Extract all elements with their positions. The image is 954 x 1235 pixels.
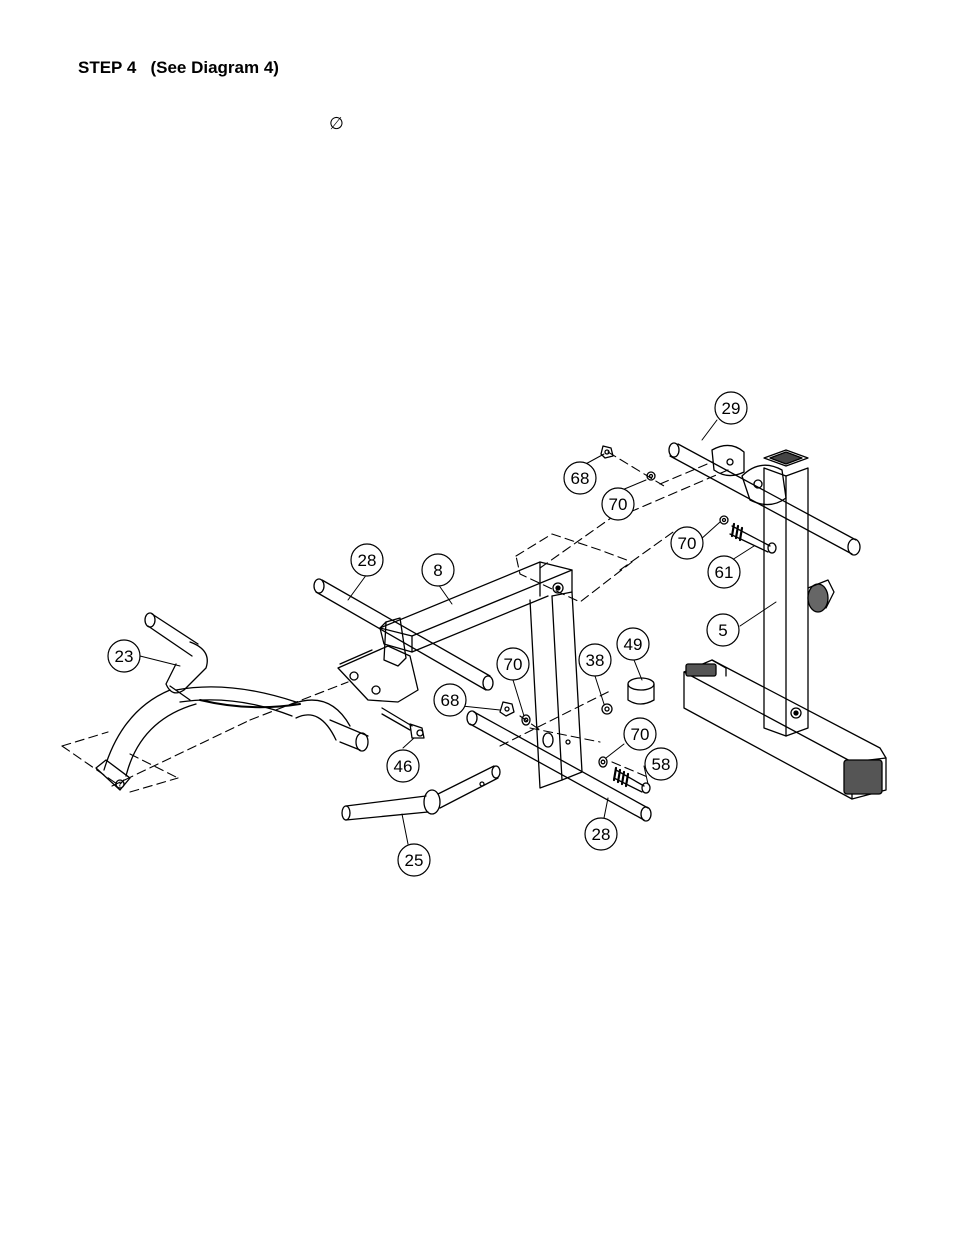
callout-70-middle: 70 bbox=[504, 655, 523, 674]
callout-5: 5 bbox=[718, 621, 727, 640]
callout-68-top: 68 bbox=[571, 469, 590, 488]
callout-70-right: 70 bbox=[678, 534, 697, 553]
callout-70-top: 70 bbox=[609, 495, 628, 514]
part-58-bolt bbox=[612, 766, 651, 794]
callout-70-lower: 70 bbox=[631, 725, 650, 744]
leader-lines bbox=[139, 419, 777, 845]
part-5-upright-frame bbox=[683, 449, 887, 800]
callout-labels: 29 68 70 70 61 5 28 8 23 70 68 38 49 46 … bbox=[115, 399, 741, 870]
part-61-bolt bbox=[729, 522, 777, 554]
callout-46: 46 bbox=[394, 757, 413, 776]
part-28-rod-lower bbox=[466, 710, 652, 822]
callout-28-lower: 28 bbox=[592, 825, 611, 844]
callout-68-middle: 68 bbox=[441, 691, 460, 710]
bracket-plate bbox=[337, 645, 419, 703]
part-49-bushing bbox=[627, 677, 655, 705]
part-28-rod-upper bbox=[313, 578, 494, 691]
callout-23: 23 bbox=[115, 647, 134, 666]
callout-25: 25 bbox=[405, 851, 424, 870]
callout-38: 38 bbox=[586, 651, 605, 670]
hardware-small bbox=[499, 445, 729, 768]
diameter-symbol: ∅ bbox=[329, 114, 344, 134]
part-25-axle bbox=[341, 765, 501, 821]
callouts bbox=[107, 391, 748, 877]
callout-58: 58 bbox=[652, 755, 671, 774]
part-23-handle-lever bbox=[95, 612, 369, 791]
step-heading: STEP 4 (See Diagram 4) bbox=[78, 58, 279, 77]
part-46-bolt bbox=[381, 707, 425, 739]
guide-dashes bbox=[61, 451, 729, 793]
callout-8: 8 bbox=[433, 561, 442, 580]
callout-28-upper: 28 bbox=[358, 551, 377, 570]
callout-61: 61 bbox=[715, 563, 734, 582]
callout-29: 29 bbox=[722, 399, 741, 418]
callout-49: 49 bbox=[624, 635, 643, 654]
part-29-rod bbox=[668, 442, 861, 556]
